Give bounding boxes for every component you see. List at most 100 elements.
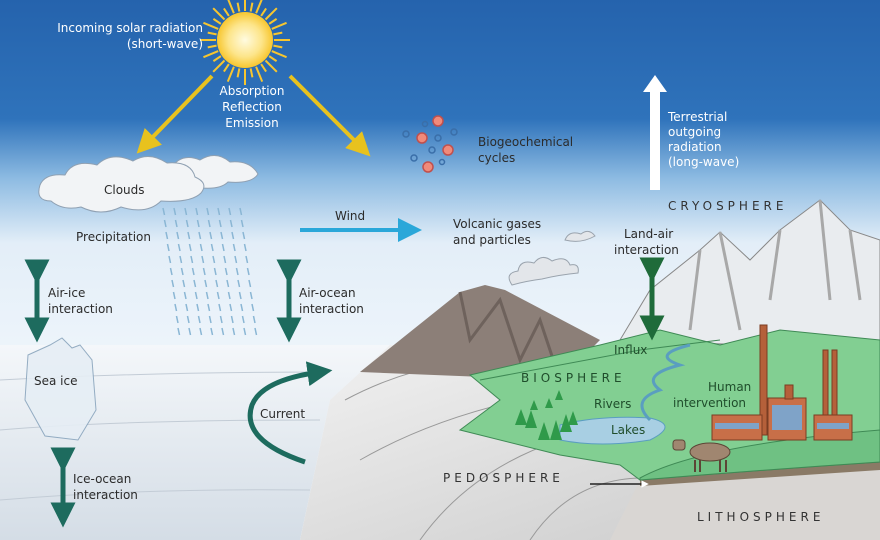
raindrop	[218, 219, 222, 228]
sun-ray	[273, 44, 283, 49]
raindrop	[199, 327, 203, 336]
raindrop	[243, 243, 247, 252]
label-cycles: cycles	[478, 151, 515, 165]
labels: Incoming solar radiation (short-wave) Ab…	[34, 21, 820, 524]
label-reflection: Reflection	[222, 100, 282, 114]
label-current: Current	[260, 407, 305, 421]
raindrop	[173, 207, 177, 216]
forest	[515, 390, 578, 440]
raindrop	[227, 291, 231, 300]
raindrop	[218, 303, 222, 312]
label-pedosphere: PEDOSPHERE	[443, 471, 564, 485]
raindrop	[205, 291, 209, 300]
solar-arrow-left	[136, 74, 214, 154]
raindrop	[210, 243, 214, 252]
factory	[711, 324, 853, 441]
raindrop	[219, 315, 223, 324]
label-biogeochemical: Biogeochemical	[478, 135, 573, 149]
lake	[559, 416, 666, 445]
sun-ray	[223, 63, 230, 73]
raindrop	[207, 303, 211, 312]
sun-ray	[271, 50, 287, 59]
solar-arrow-right	[288, 74, 371, 157]
label-air-ocean-interaction: interaction	[299, 302, 364, 316]
raindrop	[221, 327, 225, 336]
river	[640, 343, 691, 422]
raindrop	[174, 219, 178, 228]
sun-ray	[212, 18, 222, 25]
lithosphere-layer	[610, 470, 880, 540]
sun-ray	[212, 55, 222, 62]
raindrop	[235, 267, 239, 276]
raindrop	[223, 255, 227, 264]
sun-ray	[203, 21, 219, 30]
raindrop	[188, 243, 192, 252]
raindrop	[207, 219, 211, 228]
raindrop	[179, 255, 183, 264]
raindrop	[242, 231, 246, 240]
clouds	[38, 155, 259, 213]
raindrop	[171, 279, 175, 288]
label-sea-ice: Sea ice	[34, 374, 77, 388]
label-ice-ocean: Ice-ocean	[73, 472, 131, 486]
raindrop	[226, 279, 230, 288]
raindrop	[190, 255, 194, 264]
sun-ray	[249, 68, 254, 78]
raindrop	[196, 303, 200, 312]
raindrop	[180, 267, 184, 276]
sun-ray	[271, 21, 287, 30]
label-biosphere: BIOSPHERE	[521, 371, 626, 385]
raindrop	[193, 279, 197, 288]
sun-ray	[249, 2, 254, 12]
raindrop	[191, 267, 195, 276]
raindrop	[241, 315, 245, 324]
raindrop	[237, 279, 241, 288]
raindrop	[216, 291, 220, 300]
raindrop	[217, 207, 221, 216]
raindrop	[183, 291, 187, 300]
raindrop	[177, 243, 181, 252]
raindrop	[197, 315, 201, 324]
raindrop	[198, 231, 202, 240]
raindrop	[210, 327, 214, 336]
raindrop	[246, 267, 250, 276]
raindrop	[166, 243, 170, 252]
label-incoming-solar: Incoming solar radiation	[57, 21, 203, 35]
sun-ray	[260, 63, 267, 73]
label-absorption: Absorption	[220, 84, 285, 98]
sun-ray	[268, 55, 278, 62]
raindrop	[232, 243, 236, 252]
volcanic-smoke	[508, 230, 596, 286]
raindrop	[185, 303, 189, 312]
raindrop	[204, 279, 208, 288]
raindrop	[230, 315, 234, 324]
label-volcanic-gases: Volcanic gases	[453, 217, 541, 231]
raindrop	[162, 207, 166, 216]
sun-ray	[223, 7, 230, 17]
label-clouds: Clouds	[104, 183, 145, 197]
label-air-ice-interaction: interaction	[48, 302, 113, 316]
raindrop	[169, 267, 173, 276]
label-air-ocean: Air-ocean	[299, 286, 356, 300]
sun-ray	[236, 68, 241, 78]
raindrop	[186, 315, 190, 324]
label-influx: Influx	[614, 343, 647, 357]
sun-ray	[207, 31, 217, 36]
label-cryosphere: CRYOSPHERE	[668, 199, 787, 213]
label-wind: Wind	[335, 209, 365, 223]
raindrop	[229, 303, 233, 312]
biogeochemical-molecules-icon	[402, 115, 458, 173]
label-and-particles: and particles	[453, 233, 531, 247]
sun-ray	[264, 59, 278, 73]
label-air-ice: Air-ice	[48, 286, 85, 300]
raindrop	[168, 255, 172, 264]
soil-layer	[640, 462, 880, 486]
label-human: Human	[708, 380, 751, 394]
sea-ice	[24, 337, 97, 441]
current-arrow	[247, 361, 333, 465]
raindrop	[184, 207, 188, 216]
raindrop	[231, 231, 235, 240]
raindrop	[185, 219, 189, 228]
raindrop	[252, 315, 256, 324]
